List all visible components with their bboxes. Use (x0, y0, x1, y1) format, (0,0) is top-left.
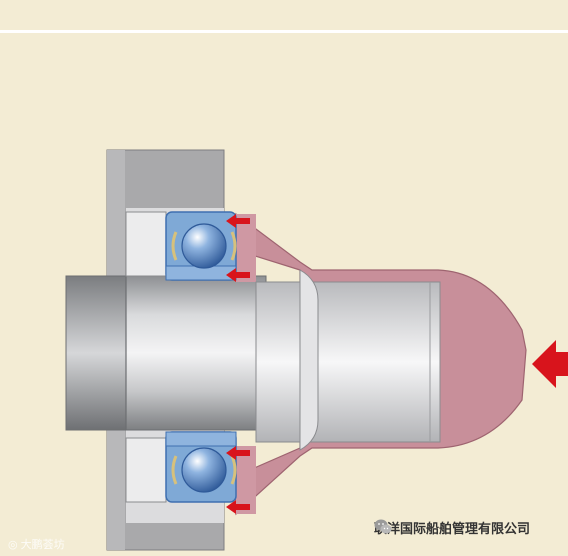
small-force-arrows (226, 214, 250, 514)
camera-icon: ◎ (8, 537, 18, 551)
top-divider (0, 30, 568, 33)
force-arrow-icon (226, 268, 250, 282)
wechat-logo-icon (374, 519, 392, 534)
watermark-left-text: 大鹏荟坊 (20, 538, 65, 551)
force-arrow-icon (226, 446, 250, 460)
bearing-top (125, 211, 237, 281)
watermark-right-text: 联洋国际船舶管理有限公司 (374, 522, 531, 537)
mounting-sleeve (255, 269, 441, 451)
watermark-left: ◎ 大鹏荟坊 (8, 536, 65, 552)
bearing-bottom (125, 431, 237, 503)
shaft (65, 275, 267, 431)
applied-force-arrow-icon (532, 340, 568, 388)
watermark-right: 联洋国际船舶管理有限公司 (374, 518, 530, 537)
force-arrow-icon (226, 500, 250, 514)
force-arrow-icon (226, 214, 250, 228)
